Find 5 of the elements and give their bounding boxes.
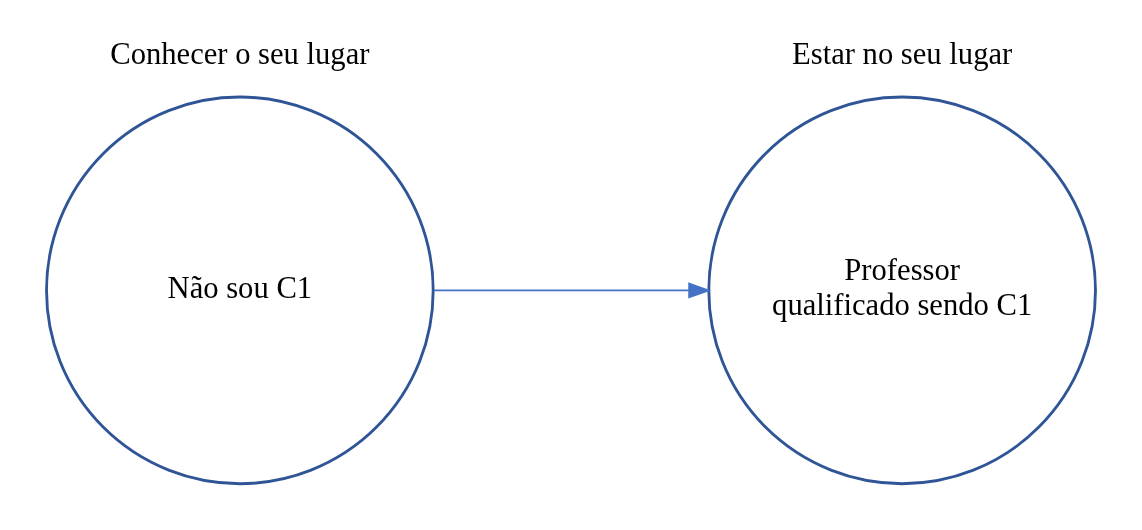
node-label: Conhecer o seu lugar [110,36,370,71]
node-circle: Professor qualificado sendo C1 [707,95,1097,485]
arrow [433,281,712,298]
node-label: Estar no seu lugar [792,36,1013,71]
node-circle: Não sou C1 [45,95,435,485]
